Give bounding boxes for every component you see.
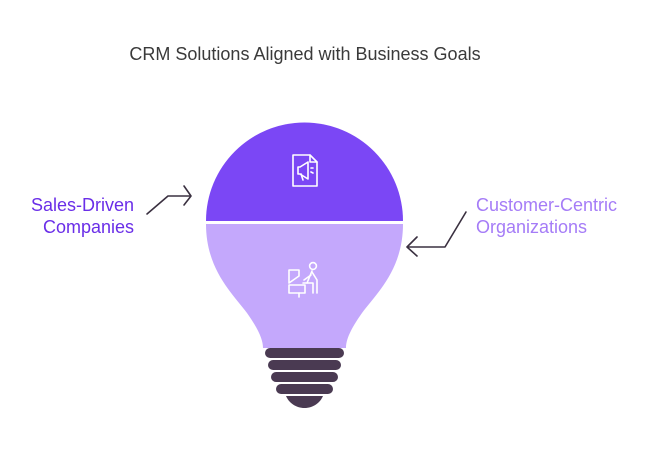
arrow-sales-driven (146, 185, 192, 215)
diagram-title: CRM Solutions Aligned with Business Goal… (129, 44, 481, 64)
label-sales-driven: Sales-Driven Companies (10, 194, 134, 238)
label-sales-driven-line1: Sales-Driven (30, 195, 134, 215)
bulb-top-segment (206, 122, 403, 221)
megaphone-document-icon (292, 154, 318, 187)
arrow-customer-centric (406, 211, 467, 257)
label-customer-centric-line1: Customer-Centric (476, 195, 618, 215)
label-sales-driven-line2: Companies (42, 217, 134, 237)
person-at-desk-icon (288, 261, 318, 298)
label-customer-centric: Customer-Centric Organizations (476, 194, 646, 238)
label-customer-centric-line2: Organizations (476, 217, 588, 237)
bulb-base (265, 348, 344, 408)
